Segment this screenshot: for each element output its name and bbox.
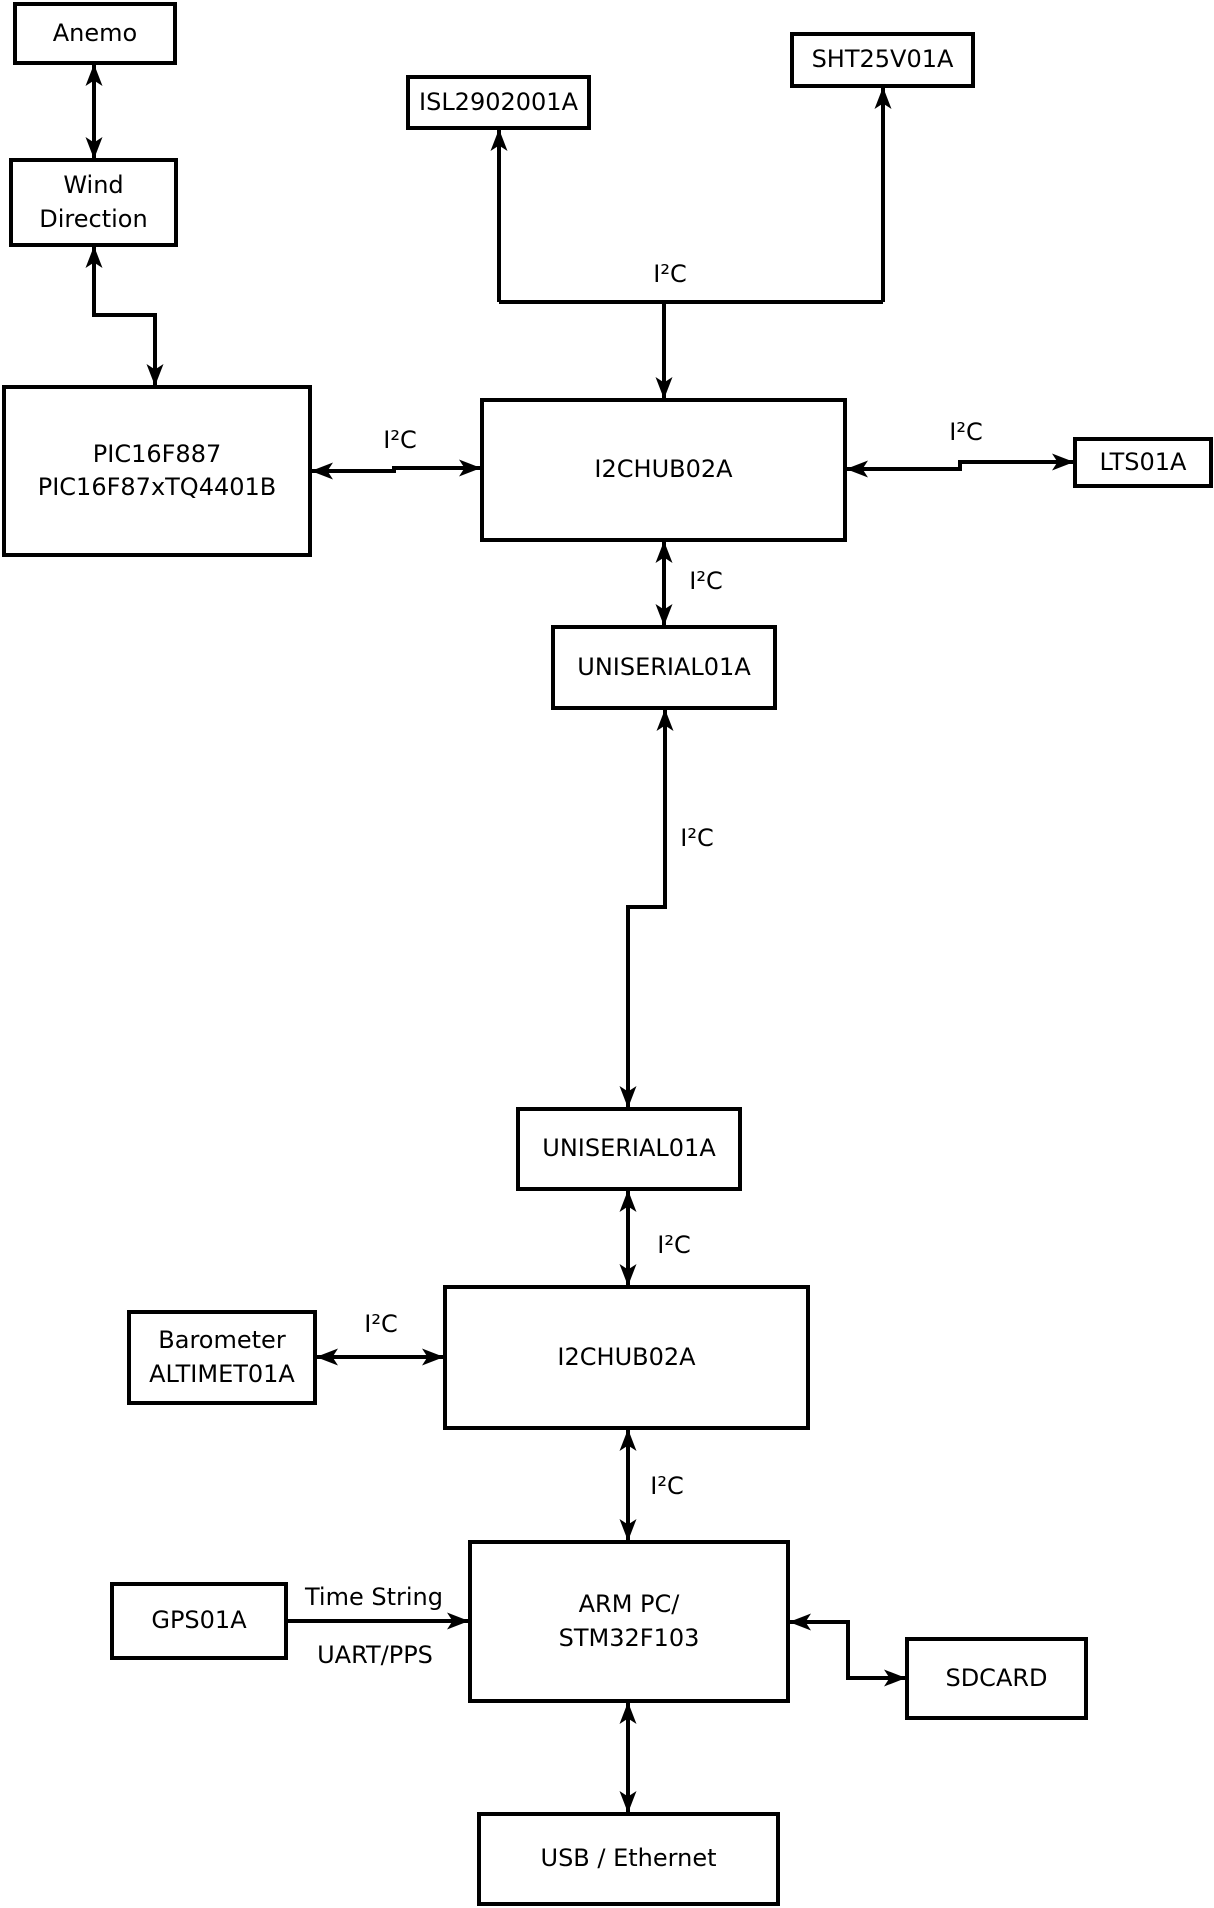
- node-isl2902001a-label: ISL2902001A: [419, 87, 578, 116]
- node-gps01a: GPS01A: [110, 1582, 288, 1660]
- connector-uniserial-top-uniserial-bottom: [619, 709, 674, 1108]
- node-gps01a-label: GPS01A: [151, 1606, 247, 1635]
- node-anemo: Anemo: [13, 2, 177, 65]
- node-pic16f887-label-line2: PIC16F87xTQ4401B: [37, 473, 277, 501]
- node-i2chub02a-bottom-label: I2CHUB02A: [557, 1342, 696, 1371]
- label-i2c-hub-uniserial-top: I²C: [689, 567, 723, 595]
- label-time-string: Time String: [305, 1583, 443, 1611]
- node-isl2902001a: ISL2902001A: [406, 75, 591, 130]
- node-anemo-label: Anemo: [52, 18, 138, 47]
- node-pic16f887: PIC16F887 PIC16F87xTQ4401B: [2, 385, 312, 557]
- node-uniserial01a-top: UNISERIAL01A: [551, 625, 777, 710]
- node-wind-direction-label-line2: Direction: [39, 204, 148, 233]
- connector-wind-direction-pic: [85, 246, 164, 386]
- connector-armpc-sdcard: [789, 1613, 906, 1687]
- node-wind-direction: Wind Direction: [9, 158, 178, 247]
- node-barometer-altimet01a: Barometer ALTIMET01A: [127, 1310, 317, 1405]
- node-barometer-label-line2: ALTIMET01A: [149, 1359, 295, 1388]
- node-sdcard: SDCARD: [905, 1637, 1088, 1720]
- label-i2c-hub-armpc: I²C: [650, 1472, 684, 1500]
- node-lts01a: LTS01A: [1073, 437, 1213, 488]
- connector-pic-i2chub-top: [311, 459, 481, 480]
- node-usb-ethernet-label: USB / Ethernet: [540, 1844, 717, 1873]
- node-i2chub02a-bottom: I2CHUB02A: [443, 1285, 810, 1430]
- label-i2c-hub-lts: I²C: [949, 418, 983, 446]
- node-arm-pc-label-line1: ARM PC/: [578, 1590, 680, 1619]
- node-lts01a-label: LTS01A: [1099, 447, 1187, 476]
- node-uniserial01a-top-label: UNISERIAL01A: [577, 652, 751, 681]
- node-sdcard-label: SDCARD: [945, 1663, 1048, 1692]
- node-arm-pc-label-line2: STM32F103: [558, 1623, 700, 1652]
- node-arm-pc-stm32f103: ARM PC/ STM32F103: [468, 1540, 790, 1703]
- node-barometer-label-line1: Barometer: [158, 1326, 286, 1355]
- node-uniserial01a-bottom: UNISERIAL01A: [516, 1107, 742, 1191]
- node-usb-ethernet: USB / Ethernet: [477, 1812, 780, 1906]
- node-pic16f887-label-line1: PIC16F887: [92, 439, 222, 468]
- label-i2c-uniserial-hub-bottom: I²C: [657, 1231, 691, 1259]
- label-i2c-uniserial-link: I²C: [680, 824, 714, 852]
- label-i2c-pic-hub: I²C: [383, 426, 417, 454]
- node-i2chub02a-top: I2CHUB02A: [480, 398, 847, 542]
- node-wind-direction-label-line1: Wind: [63, 171, 124, 200]
- label-i2c-barometer-hub: I²C: [364, 1310, 398, 1338]
- label-i2c-sensor-bus: I²C: [653, 260, 687, 288]
- node-i2chub02a-top-label: I2CHUB02A: [594, 455, 733, 484]
- node-sht25v01a-label: SHT25V01A: [811, 45, 954, 74]
- node-uniserial01a-bottom-label: UNISERIAL01A: [542, 1134, 716, 1163]
- connector-i2chub-top-lts: [846, 453, 1074, 478]
- node-sht25v01a: SHT25V01A: [790, 32, 975, 88]
- label-uart-pps: UART/PPS: [317, 1641, 433, 1669]
